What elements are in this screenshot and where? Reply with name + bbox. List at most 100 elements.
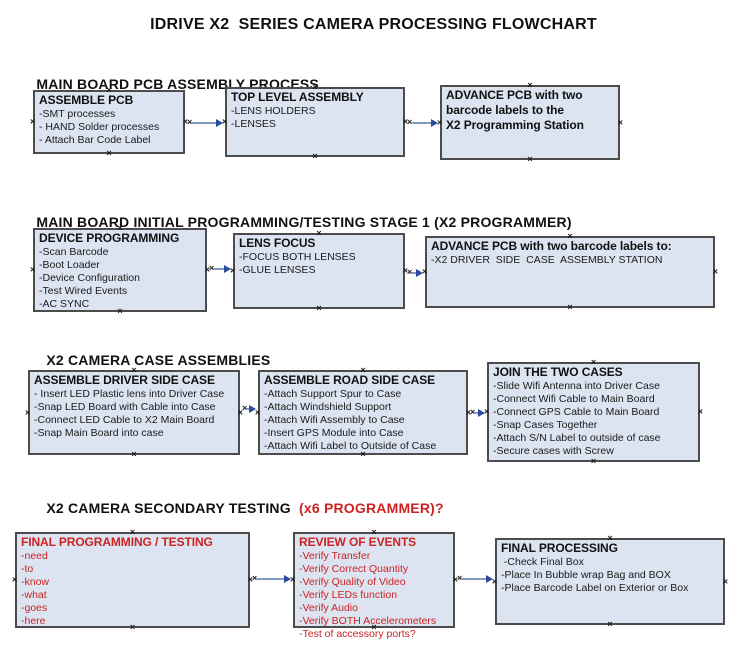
box-title: TOP LEVEL ASSEMBLY: [231, 90, 364, 104]
box-item: -need: [21, 550, 48, 562]
flow-arrow: ×: [209, 264, 231, 273]
box-item: -Verify Audio: [299, 602, 358, 614]
arrow-line: [213, 267, 224, 270]
box-item: - Insert LED Plastic lens into Driver Ca…: [34, 388, 225, 400]
flow-box-assemble-road-side-case: ASSEMBLE ROAD SIDE CASE -Attach Support …: [255, 366, 471, 459]
flow-arrow: ×: [407, 118, 438, 127]
section-heading-secondary-testing: X2 CAMERA SECONDARY TESTING (x6 PROGRAMM…: [30, 484, 444, 532]
box-item: -Check Final Box: [501, 556, 584, 568]
arrow-head-icon: [486, 574, 493, 583]
box-item: -Verify BOTH Accelerometers: [299, 615, 437, 627]
box-title: ASSEMBLE DRIVER SIDE CASE: [34, 373, 215, 387]
box-item: -FOCUS BOTH LENSES: [239, 251, 356, 263]
box-title: ASSEMBLE PCB: [39, 93, 134, 107]
arrow-line: [256, 577, 284, 580]
arrow-line: [411, 271, 416, 274]
box-items: -FOCUS BOTH LENSES-GLUE LENSES: [239, 251, 400, 277]
connector-handle-icon: ×: [106, 148, 112, 158]
box-title: ADVANCE PCB with two barcode labels to t…: [446, 88, 584, 132]
box-item: -Verify LEDs function: [299, 589, 398, 601]
connector-handle-icon: ×: [316, 303, 322, 313]
connector-handle-icon: ×: [607, 619, 613, 629]
box-item: - Attach Bar Code Label: [39, 134, 151, 146]
connector-handle-icon: ×: [12, 574, 18, 585]
box-item: -Verify Quality of Video: [299, 576, 406, 588]
box-item: -Attach S/N Label to outside of case: [493, 432, 661, 444]
arrow-head-icon: [216, 118, 223, 127]
box-item: -Slide Wifi Antenna into Driver Case: [493, 380, 660, 392]
connector-handle-icon: ×: [30, 264, 36, 275]
box-item: -Connect LED Cable to X2 Main Board: [34, 414, 215, 426]
box-item: -GLUE LENSES: [239, 264, 316, 276]
connector-handle-icon: ×: [527, 154, 533, 164]
box-item: -Attach Support Spur to Case: [264, 388, 402, 400]
box-item: -here: [21, 615, 46, 627]
connector-handle-icon: ×: [187, 117, 193, 127]
flow-arrow: ×: [407, 268, 423, 277]
connector-handle-icon: ×: [30, 116, 36, 127]
section-heading-case-assemblies: X2 CAMERA CASE ASSEMBLIES: [30, 336, 270, 384]
connector-handle-icon: ×: [25, 407, 31, 417]
box-items: -Verify Transfer-Verify Correct Quantity…: [299, 550, 450, 641]
arrow-head-icon: [431, 118, 438, 127]
box-item: -LENS HOLDERS: [231, 105, 316, 117]
flow-box-device-programming: DEVICE PROGRAMMING -Scan Barcode-Boot Lo…: [30, 224, 210, 316]
arrow-line: [246, 407, 249, 410]
box-title: LENS FOCUS: [239, 236, 316, 250]
box-item: -Attach Windshield Support: [264, 401, 392, 413]
section-heading-text: X2 CAMERA CASE ASSEMBLIES: [46, 352, 271, 368]
arrow-head-icon: [284, 574, 291, 583]
connector-handle-icon: ×: [590, 456, 597, 466]
connector-handle-icon: ×: [209, 263, 215, 273]
arrow-line: [411, 121, 431, 124]
arrow-line: [191, 121, 216, 124]
box-item: -Boot Loader: [39, 259, 100, 271]
flow-box-join-the-two-cases: JOIN THE TWO CASES -Slide Wifi Antenna i…: [484, 358, 703, 466]
connector-handle-icon: ×: [407, 117, 413, 127]
box-item: -Verify Correct Quantity: [299, 563, 409, 575]
box-title: FINAL PROCESSING: [501, 541, 618, 555]
connector-handle-icon: ×: [242, 403, 248, 413]
box-title: ADVANCE PCB with two barcode labels to:: [431, 239, 672, 253]
box-items: -Check Final Box-Place In Bubble wrap Ba…: [501, 556, 720, 595]
flow-box-advance-pcb-driver-side: ADVANCE PCB with two barcode labels to: …: [422, 232, 718, 312]
box-items: -X2 DRIVER SIDE CASE ASSEMBLY STATION: [431, 254, 710, 267]
connector-handle-icon: ×: [470, 407, 476, 417]
connector-handle-icon: ×: [407, 267, 413, 277]
connector-handle-icon: ×: [567, 302, 573, 312]
box-items: -Scan Barcode-Boot Loader-Device Configu…: [39, 246, 202, 311]
box-item: -Connect Wifi Cable to Main Board: [493, 393, 655, 405]
box-item: -LENSES: [231, 118, 276, 130]
flow-arrow: ×: [457, 574, 493, 583]
box-items: -need-to-know-what-goes-here: [21, 550, 245, 628]
box-item: -Test Wired Events: [39, 285, 128, 297]
box-item: -Snap Cases Together: [493, 419, 598, 431]
flow-arrow: ×: [242, 404, 256, 413]
box-item: -what: [21, 589, 47, 601]
flow-box-top-level-assembly: TOP LEVEL ASSEMBLY -LENS HOLDERS-LENSES …: [222, 83, 408, 161]
connector-handle-icon: ×: [722, 576, 728, 586]
flow-box-assemble-pcb: ASSEMBLE PCB -SMT processes- HAND Solder…: [30, 86, 188, 158]
box-title: JOIN THE TWO CASES: [493, 365, 623, 379]
flow-box-final-processing: FINAL PROCESSING -Check Final Box-Place …: [492, 534, 728, 629]
arrow-head-icon: [416, 268, 423, 277]
box-item: -goes: [21, 602, 48, 614]
box-item: -SMT processes: [39, 108, 116, 120]
section-heading-text: MAIN BOARD INITIAL PROGRAMMING/TESTING S…: [36, 214, 572, 230]
box-items: -SMT processes- HAND Solder processes- A…: [39, 108, 180, 147]
flow-arrow: ×: [187, 118, 223, 127]
box-item: -Snap Main Board into case: [34, 427, 164, 439]
box-title: FINAL PROGRAMMING / TESTING: [21, 535, 213, 549]
flow-arrow: ×: [470, 408, 485, 417]
box-item: -Place Barcode Label on Exterior or Box: [501, 582, 689, 594]
flow-box-final-programming-testing: FINAL PROGRAMMING / TESTING -need-to-kno…: [12, 528, 253, 632]
arrow-head-icon: [478, 408, 485, 417]
connector-handle-icon: ×: [252, 573, 258, 583]
page-title: IDRIVE X2 SERIES CAMERA PROCESSING FLOWC…: [150, 16, 597, 33]
box-item: -Test of accessory ports?: [299, 628, 416, 640]
box-item: -Secure cases with Screw: [493, 445, 614, 457]
arrow-head-icon: [224, 264, 231, 273]
connector-handle-icon: ×: [697, 406, 703, 417]
connector-handle-icon: ×: [617, 117, 623, 127]
box-item: -Snap LED Board with Cable into Case: [34, 401, 216, 413]
